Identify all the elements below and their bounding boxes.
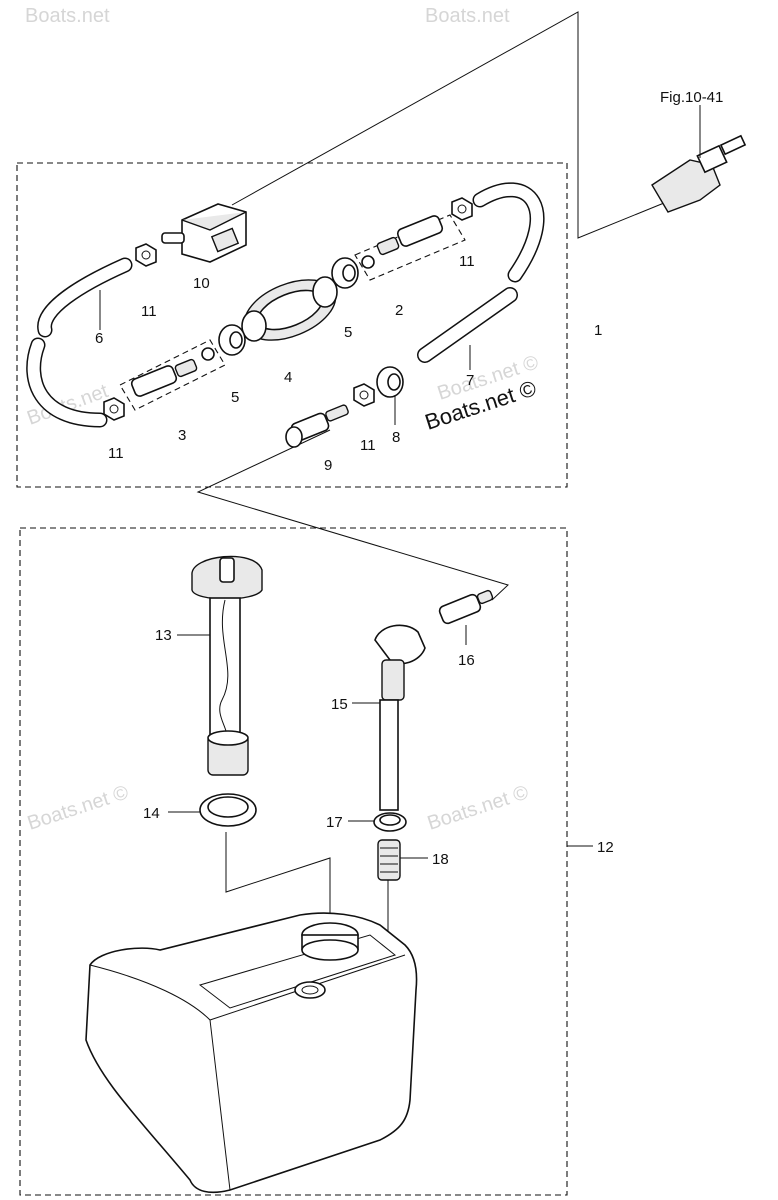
callout-3: 3 xyxy=(178,427,186,444)
watermark-faint: Boats.net xyxy=(25,5,110,27)
part-3-check-valve xyxy=(119,339,226,411)
part-13-fuel-gauge xyxy=(191,555,263,776)
part-14-o-ring xyxy=(199,793,257,827)
part-8-hose-clamp xyxy=(376,366,404,398)
callout-13: 13 xyxy=(155,627,172,644)
callout-7: 7 xyxy=(466,372,474,389)
watermark-faint: Boats.net © xyxy=(425,781,532,834)
callout-5: 5 xyxy=(344,324,352,341)
callout-17: 17 xyxy=(326,814,343,831)
fuel-tank-assembly-box xyxy=(19,527,568,1196)
callout-11: 11 xyxy=(360,437,376,454)
callout-18: 18 xyxy=(432,851,449,868)
callout-9: 9 xyxy=(324,457,332,474)
part-2-check-valve xyxy=(354,214,466,281)
part-11-nut xyxy=(451,197,473,221)
callout-1: 1 xyxy=(594,322,602,339)
part-11-nut xyxy=(103,397,125,421)
phantom-lines xyxy=(196,11,665,940)
callout-8: 8 xyxy=(392,429,400,446)
callout-2: 2 xyxy=(395,302,403,319)
callout-leaders xyxy=(99,105,701,859)
fig-reference-connector xyxy=(651,110,747,213)
part-6-fuel-hose xyxy=(26,257,133,428)
callout-6: 6 xyxy=(95,330,103,347)
fuel-tank xyxy=(85,912,418,1194)
part-11-nut xyxy=(135,243,157,267)
watermark-faint: Boats.net xyxy=(425,5,510,27)
part-7-fuel-hose xyxy=(417,182,545,363)
watermark-faint: Boats.net © xyxy=(25,781,132,834)
callout-11: 11 xyxy=(141,303,157,320)
part-10-connector-block xyxy=(161,203,247,263)
callout-15: 15 xyxy=(331,696,348,713)
part-17-o-ring xyxy=(373,812,407,832)
part-18-fuel-filter xyxy=(377,839,401,881)
callout-16: 16 xyxy=(458,652,475,669)
part-5-hose-clamp xyxy=(218,324,246,356)
callout-11: 11 xyxy=(108,445,124,462)
part-11-nut xyxy=(353,383,375,407)
callout-11: 11 xyxy=(459,253,475,270)
fig-reference-label: Fig.10-41 xyxy=(660,89,723,106)
callout-labels: Fig.10-41 1 2 3 4 5 5 6 7 8 9 10 11 11 1… xyxy=(95,89,723,868)
part-15-pickup-tube xyxy=(374,624,426,811)
callout-5: 5 xyxy=(231,389,239,406)
part-16-fitting xyxy=(438,589,494,625)
callout-12: 12 xyxy=(597,839,614,856)
fuel-hose-assembly-box xyxy=(16,162,568,488)
callout-14: 14 xyxy=(143,805,160,822)
part-9-hose-connector xyxy=(285,404,349,448)
part-5-hose-clamp xyxy=(331,257,359,289)
callout-4: 4 xyxy=(284,369,292,386)
callout-10: 10 xyxy=(193,275,210,292)
part-4-primer-bulb xyxy=(241,276,338,342)
